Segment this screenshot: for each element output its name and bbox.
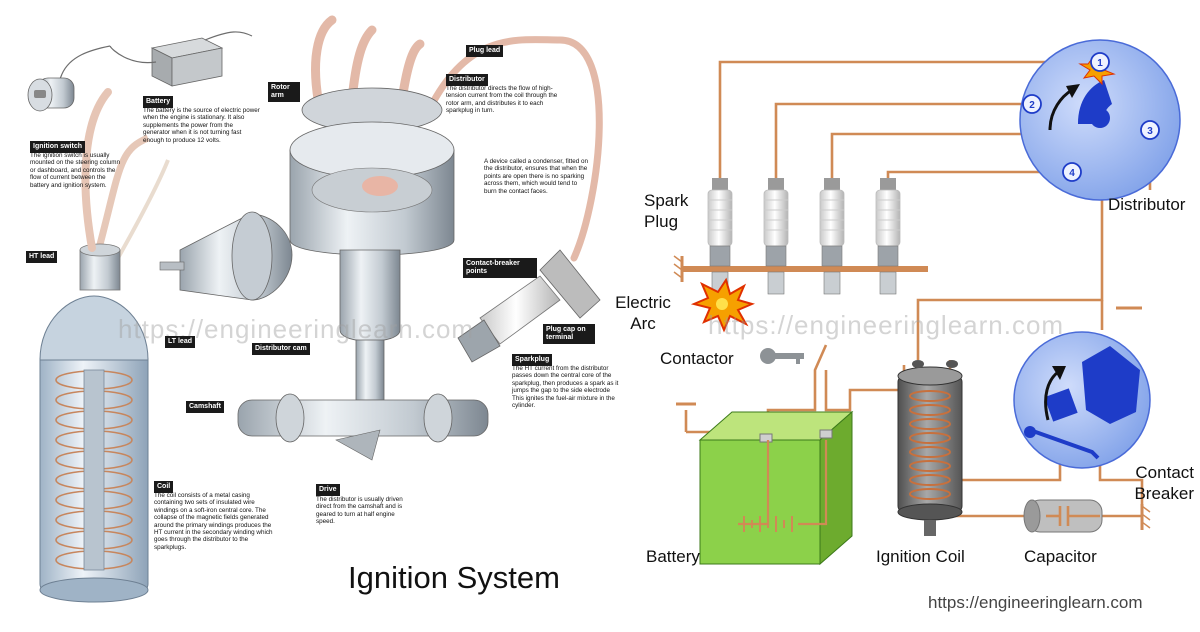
spark-plugs (707, 177, 901, 295)
desc-condenser: A device called a condenser, fitted on t… (484, 158, 588, 195)
capacitor-body (1023, 499, 1151, 533)
watermark-right: https://engineeringlearn.com (708, 310, 1065, 340)
website-url[interactable]: https://engineeringlearn.com (928, 593, 1143, 612)
label-distributor-left: Distributor (446, 74, 488, 86)
left-illustration (27, 15, 603, 603)
label-battery: Battery (143, 96, 174, 108)
label-rotor-arm: Rotor arm (268, 82, 300, 102)
contactor-key-icon (760, 348, 804, 364)
battery-box (676, 402, 854, 566)
desc-drive: The distributor is usually driven direct… (316, 496, 403, 526)
ignition-coil-body (897, 360, 963, 536)
label-ht-lead: HT lead (26, 251, 58, 263)
label-sparkplug: Sparkplug (512, 354, 553, 366)
label-camshaft: Camshaft (186, 401, 224, 413)
label-drive: Drive (316, 484, 340, 496)
label-contact-breaker: Contact Breaker (1134, 463, 1194, 503)
terminal-3: 3 (1147, 126, 1153, 137)
desc-distributor: The distributor directs the flow of high… (446, 85, 558, 115)
battery-illustration (109, 31, 253, 87)
terminal-2: 2 (1029, 100, 1035, 111)
distributor-illustration (159, 15, 603, 461)
coil-illustration (39, 88, 170, 603)
label-ignition-switch: Ignition switch (30, 141, 85, 153)
distributor-disc (1019, 39, 1181, 201)
terminal-4: 4 (1069, 168, 1075, 179)
electric-arc-burst (690, 277, 755, 333)
label-lt-lead: LT lead (165, 336, 195, 348)
plug-ground-bar (673, 255, 928, 282)
distributor-terminal-numbers: 1 2 3 4 (1029, 58, 1153, 179)
label-plug-cap: Plug cap on terminal (543, 324, 595, 344)
page-title: Ignition System (348, 560, 560, 595)
label-coil: Coil (154, 481, 174, 493)
desc-coil: The coil consists of a metal casing cont… (154, 492, 273, 551)
desc-battery: The battery is the source of electric po… (143, 107, 260, 144)
sparkplug-illustration (457, 249, 601, 363)
contact-breaker-disc (1013, 300, 1151, 469)
label-plug-lead: Plug lead (466, 45, 504, 57)
label-contact-breaker-points: Contact-breaker points (463, 258, 537, 278)
label-distributor-cam: Distributor cam (252, 343, 310, 355)
label-contactor: Contactor (660, 349, 734, 368)
desc-sparkplug: The HT current from the distributor pass… (512, 365, 619, 410)
label-battery-right: Battery (646, 547, 700, 566)
label-capacitor: Capacitor (1024, 547, 1097, 566)
label-electric-arc: Electric Arc (615, 293, 671, 333)
label-ignition-coil: Ignition Coil (876, 547, 965, 566)
desc-ignition-switch: The ignition switch is usually mounted o… (30, 152, 120, 189)
ignition-switch-illustration (27, 45, 111, 112)
terminal-1: 1 (1097, 58, 1103, 69)
label-spark-plug: Spark Plug (644, 191, 689, 231)
label-distributor: Distributor (1108, 195, 1186, 214)
